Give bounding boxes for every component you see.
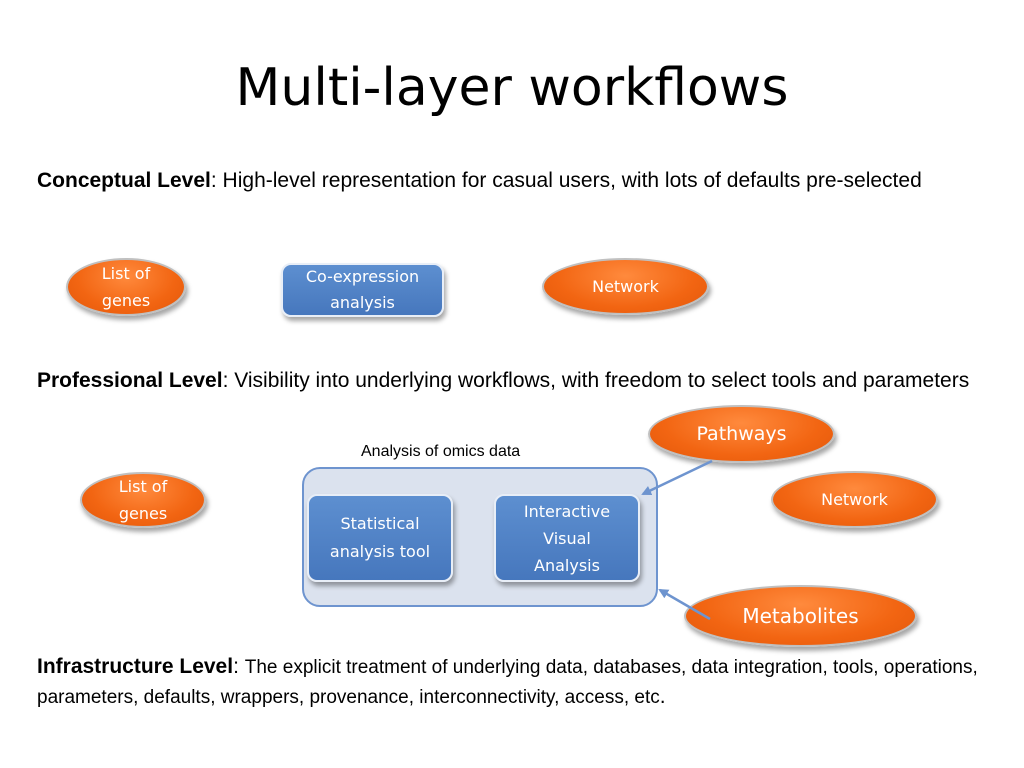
conceptual-level-text: Conceptual Level: High-level representat… [37, 165, 987, 197]
infrastructure-level-colon: : [233, 655, 245, 678]
conceptual-coexpression-analysis-node: Co-expression analysis [281, 263, 444, 317]
professional-list-of-genes-node: List of genes [80, 472, 206, 528]
conceptual-list-of-genes-node: List of genes [66, 258, 186, 316]
professional-level-heading: Professional Level [37, 369, 223, 392]
professional-level-description: : Visibility into underlying workflows, … [222, 369, 970, 392]
omics-analysis-caption: Analysis of omics data [361, 443, 521, 460]
metabolites-to-container-arrow [658, 588, 711, 621]
pathways-to-container-arrow [641, 459, 713, 496]
metabolites-node: Metabolites [684, 585, 917, 647]
infrastructure-level-description: The explicit treatment of underlying dat… [37, 657, 978, 708]
conceptual-level-heading: Conceptual Level [37, 169, 211, 192]
infrastructure-level-text: Infrastructure Level: The explicit treat… [37, 652, 987, 712]
infrastructure-level-period: . [659, 685, 666, 708]
professional-network-node: Network [771, 471, 938, 528]
slide-title: Multi-layer workflows [235, 58, 789, 118]
statistical-analysis-tool-node: Statistical analysis tool [307, 494, 453, 582]
professional-level-text: Professional Level: Visibility into unde… [37, 365, 987, 397]
pathways-node: Pathways [648, 405, 835, 463]
interactive-visual-analysis-node: Interactive Visual Analysis [494, 494, 640, 582]
conceptual-network-node: Network [542, 258, 709, 315]
conceptual-level-description: : High-level representation for casual u… [210, 169, 922, 192]
infrastructure-level-heading: Infrastructure Level [37, 655, 234, 678]
